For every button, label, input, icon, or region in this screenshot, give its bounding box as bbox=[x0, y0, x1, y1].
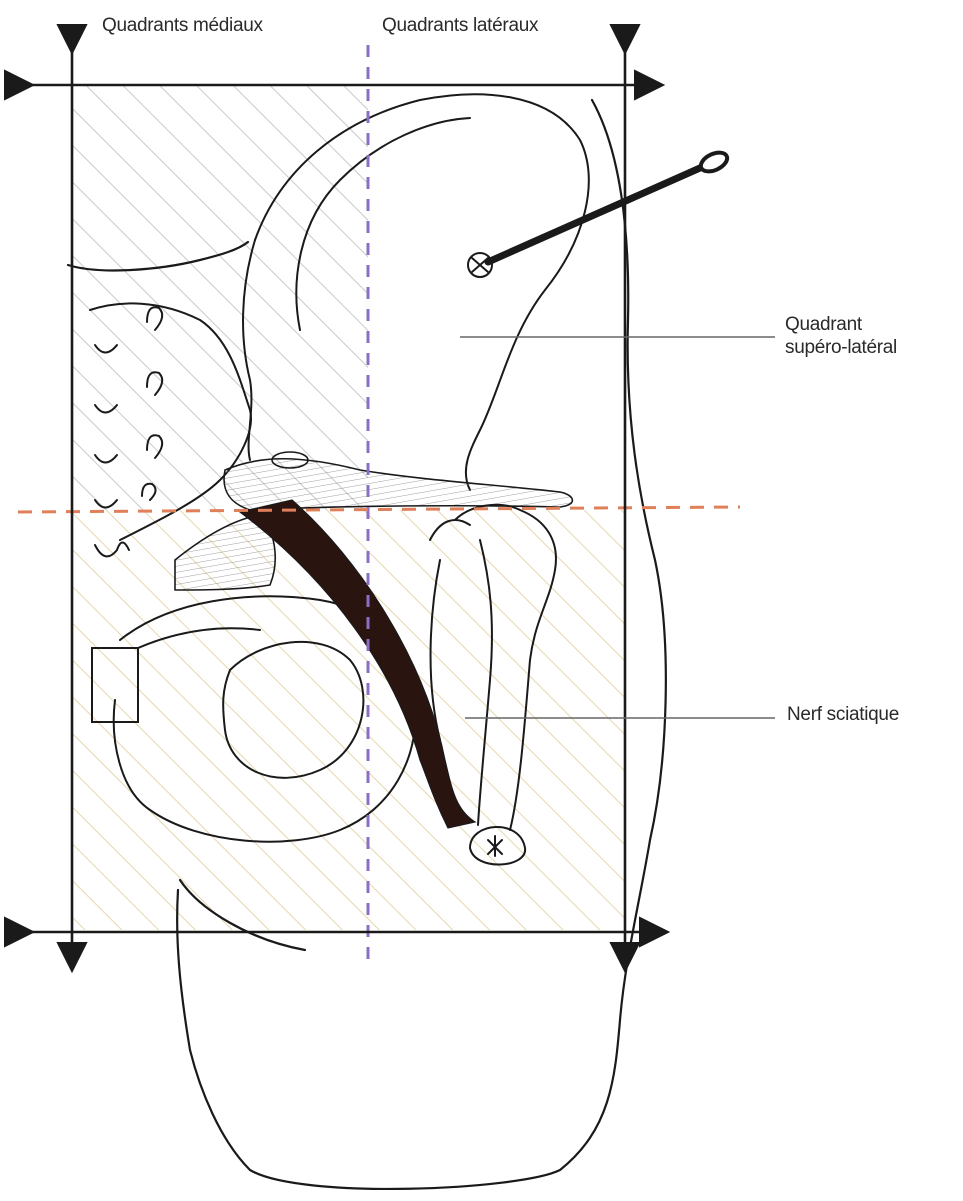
superolateral-quadrant-label: Quadrant supéro-latéral bbox=[785, 313, 897, 359]
superolateral-quadrant-line-1: Quadrant bbox=[785, 313, 897, 336]
medial-quadrants-label: Quadrants médiaux bbox=[102, 14, 263, 37]
sciatic-nerve-label: Nerf sciatique bbox=[787, 703, 899, 726]
medial-upper-hatch bbox=[72, 85, 368, 510]
piriformis bbox=[224, 459, 572, 510]
hatched-regions bbox=[72, 85, 625, 930]
needle-icon bbox=[488, 149, 730, 262]
superolateral-quadrant-line-2: supéro-latéral bbox=[785, 336, 897, 359]
lateral-quadrants-label: Quadrants latéraux bbox=[382, 14, 538, 37]
